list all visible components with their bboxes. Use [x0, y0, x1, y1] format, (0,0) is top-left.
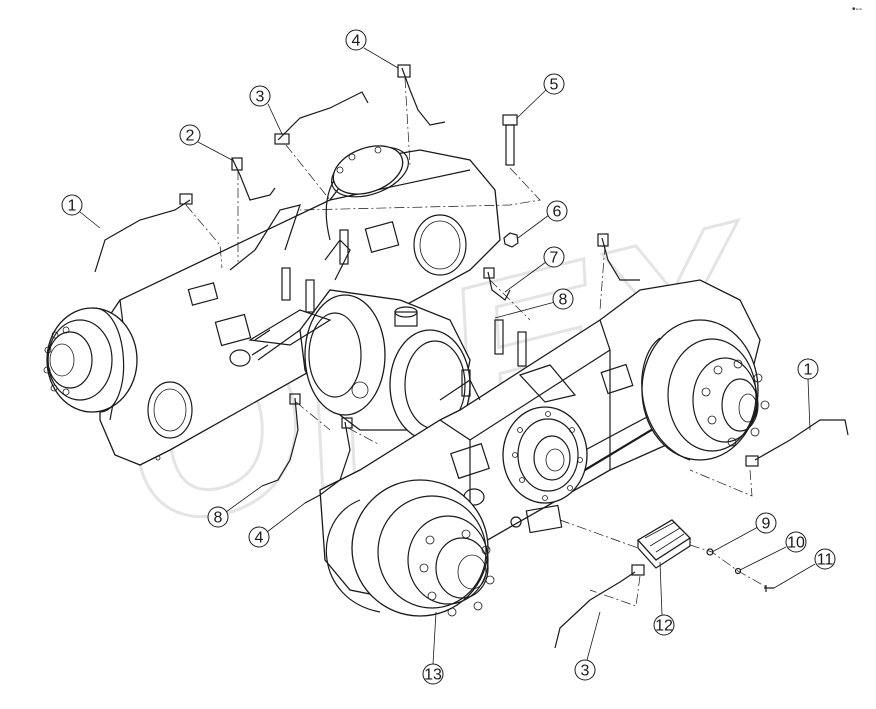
- part-5-bolt: [502, 114, 518, 166]
- callout-10: 10: [785, 531, 807, 553]
- parts-9-10-11-fasteners: [706, 548, 774, 592]
- callout-9: 9: [755, 512, 777, 534]
- alignment-lines: [185, 77, 769, 607]
- callout-circle: [179, 124, 201, 146]
- callout-number: 12: [655, 618, 673, 635]
- callout-5: 5: [543, 73, 565, 95]
- callout-3: 3: [249, 85, 271, 107]
- callout-circle: [574, 659, 596, 681]
- callout-3: 3: [574, 659, 596, 681]
- callout-number: 7: [550, 250, 559, 267]
- callout-circle: [653, 614, 675, 636]
- callout-circle: [249, 85, 271, 107]
- front-right-wheel-hub: [641, 319, 770, 461]
- callout-8: 8: [552, 288, 574, 310]
- callout-2: 2: [179, 124, 201, 146]
- callout-7: 7: [543, 246, 565, 268]
- callout-1: 1: [797, 358, 819, 380]
- callout-circle: [248, 526, 270, 548]
- callout-number: 6: [553, 204, 562, 221]
- callout-circle: [345, 29, 367, 51]
- callout-number: 1: [804, 362, 813, 379]
- callout-circle: [546, 200, 568, 222]
- callout-number: 9: [762, 516, 771, 533]
- rear-left-wheel-hub: [43, 307, 138, 413]
- callout-circle: [543, 73, 565, 95]
- callout-number: 5: [550, 77, 559, 94]
- callout-number: 11: [817, 552, 834, 569]
- callout-12: 12: [653, 614, 675, 636]
- callout-4: 4: [248, 526, 270, 548]
- callout-number: 4: [352, 33, 361, 50]
- callout-6: 6: [546, 200, 568, 222]
- rear-right-wheel-hub: [332, 145, 404, 195]
- callout-circle: [552, 288, 574, 310]
- callout-circle: [422, 663, 444, 685]
- callout-circle: [814, 548, 836, 570]
- center-studs: [281, 229, 527, 397]
- callout-number: 3: [256, 89, 265, 106]
- callout-circle: [207, 506, 229, 528]
- sensor-cables: [94, 64, 849, 649]
- callout-number: 1: [68, 198, 77, 215]
- callout-circle: [785, 531, 807, 553]
- callout-1: 1: [61, 194, 83, 216]
- part-6-nut: [503, 232, 519, 248]
- corner-mark: •--: [852, 4, 862, 15]
- callout-number: 2: [186, 128, 195, 145]
- callout-number: 13: [424, 667, 442, 684]
- callout-number: 8: [559, 292, 568, 309]
- callout-13: 13: [422, 663, 444, 685]
- leader-lines: [79, 47, 816, 665]
- callout-11: 11: [814, 548, 836, 570]
- central-axle-housing: [248, 239, 471, 441]
- callout-circle: [797, 358, 819, 380]
- callout-4: 4: [345, 29, 367, 51]
- callout-circle: [755, 512, 777, 534]
- callout-number: 4: [255, 530, 264, 547]
- callout-number: 3: [581, 663, 590, 680]
- part-12-bracket: [525, 504, 692, 569]
- front-middle-hub: [502, 406, 588, 504]
- callout-8: 8: [207, 506, 229, 528]
- rear-tandem-housing: [99, 146, 501, 466]
- callout-number: 10: [787, 535, 805, 552]
- callout-circle: [61, 194, 83, 216]
- callout-circle: [543, 246, 565, 268]
- callout-number: 8: [214, 510, 223, 527]
- front-left-wheel-hub: [325, 479, 495, 617]
